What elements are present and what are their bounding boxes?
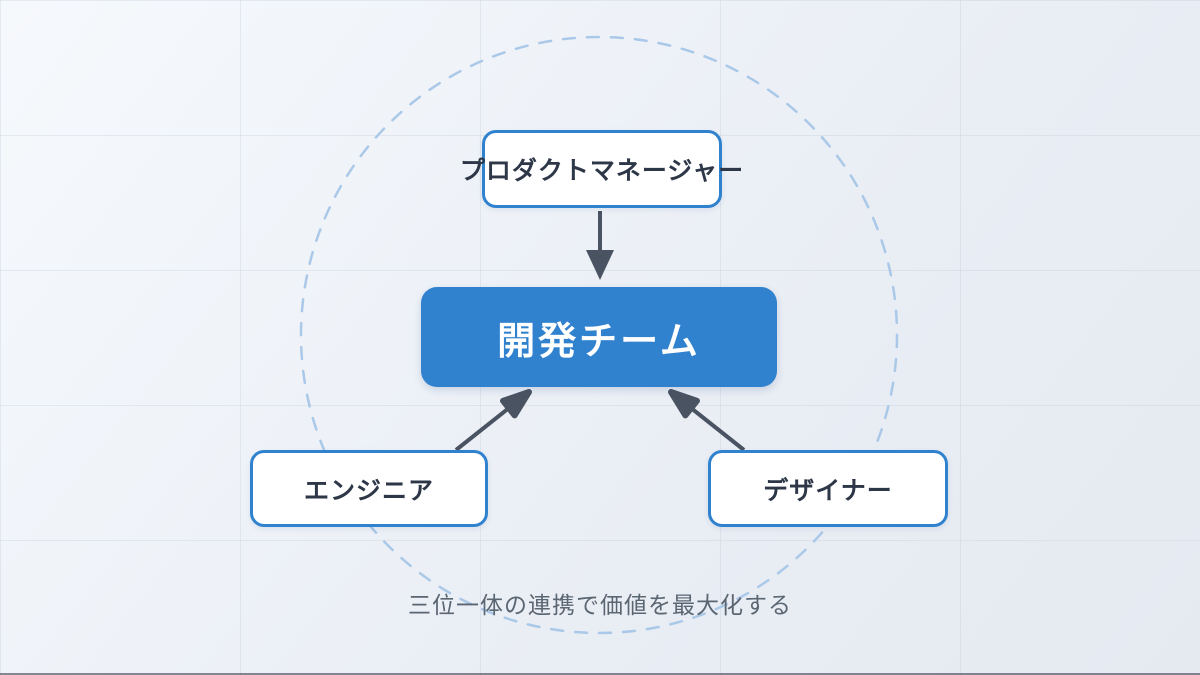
node-engineer-label: エンジニア	[303, 476, 434, 505]
node-product-manager-label: プロダクトマネージャー	[459, 157, 745, 185]
diagram-caption: 三位一体の連携で価値を最大化する	[408, 592, 792, 618]
bottom-edge-line	[0, 673, 1200, 675]
node-dev-team[interactable]: 開発チーム	[421, 287, 777, 387]
arrow-designer-to-devteam	[668, 389, 746, 452]
arrow-pm-to-devteam	[586, 211, 614, 280]
node-designer-label: デザイナー	[763, 476, 893, 505]
arrow-engineer-to-devteam	[454, 389, 532, 452]
node-dev-team-label: 開発チーム	[497, 320, 701, 363]
node-product-manager[interactable]: プロダクトマネージャー	[460, 130, 743, 208]
node-designer[interactable]: デザイナー	[708, 450, 948, 527]
node-engineer[interactable]: エンジニア	[250, 450, 488, 527]
